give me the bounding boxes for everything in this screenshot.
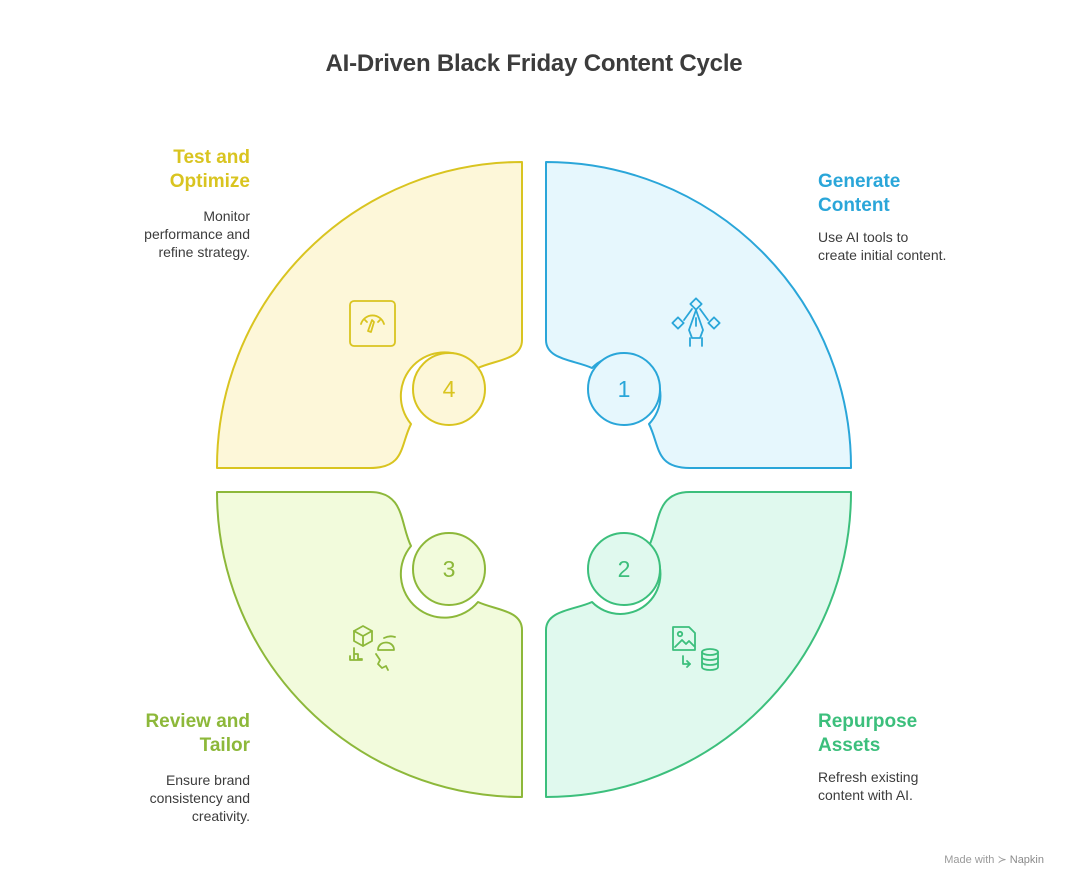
napkin-logo-icon: ≻ — [997, 854, 1007, 866]
gauge-icon — [349, 300, 396, 347]
step-number-4: 4 — [443, 376, 456, 402]
step-number-3: 3 — [443, 556, 456, 582]
step-3-description: Ensure brand consistency and creativity. — [149, 772, 250, 824]
quadrant-3 — [216, 491, 523, 798]
step-circle-3: 3 — [412, 532, 486, 606]
step-circle-4: 4 — [412, 352, 486, 426]
step-3-title: Review and Tailor — [145, 711, 250, 756]
step-2-description: Refresh existing content with AI. — [818, 769, 919, 803]
step-number-2: 2 — [618, 556, 631, 582]
quadrant-2 — [545, 491, 852, 798]
shapes-hand-icon — [349, 625, 396, 671]
step-1-title: Generate Content — [818, 171, 901, 216]
image-to-database-icon — [672, 626, 719, 671]
step-2-title: Repurpose Assets — [818, 711, 918, 756]
step-1-description: Use AI tools to create initial content. — [818, 229, 947, 263]
made-with-napkin-footer: Made with ≻ Napkin — [944, 854, 1044, 866]
step-circle-1: 1 — [587, 352, 661, 426]
step-number-1: 1 — [618, 376, 631, 402]
step-4-title: Test and Optimize — [169, 147, 250, 192]
step-circle-2: 2 — [587, 532, 661, 606]
pen-tool-icon — [671, 297, 721, 347]
diagram-title: AI-Driven Black Friday Content Cycle — [325, 50, 743, 77]
step-4-description: Monitor performance and refine strategy. — [144, 208, 250, 260]
